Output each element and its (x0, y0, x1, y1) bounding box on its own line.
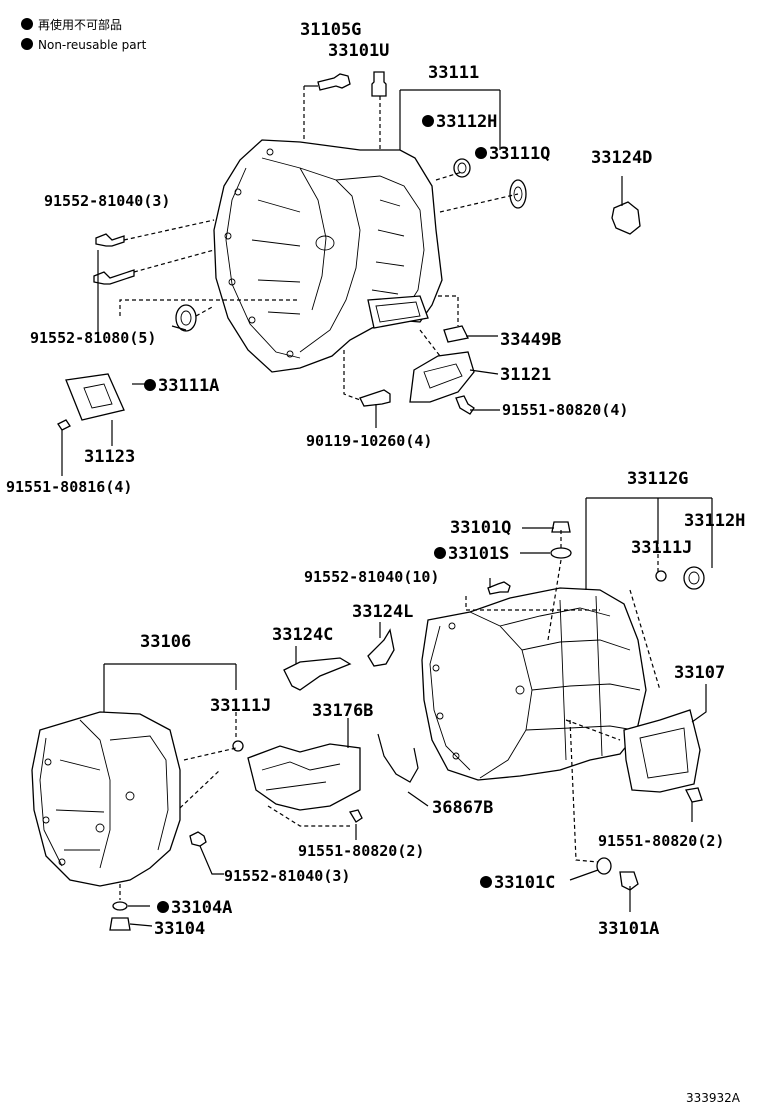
lower-leader-lines (103, 497, 713, 927)
legend-jp: 再使用不可部品 (38, 17, 122, 32)
non-reusable-marker-icon (21, 38, 33, 50)
clutch-housing-illustration (213, 139, 443, 373)
label-33449B: 33449B (500, 330, 561, 350)
label-33107: 33107 (674, 663, 725, 683)
label-33101C: 33101C (494, 873, 555, 893)
label-33112H-top: 33112H (436, 112, 497, 132)
upper-labels: 31105G 33101U 33111 33112H 33111Q 33124D… (6, 20, 652, 496)
lower-right-small-parts (487, 521, 705, 891)
non-reusable-marker-icon (144, 379, 156, 391)
lower-labels: 33112G 33101Q 33112H 33101S 33111J 91552… (140, 469, 745, 939)
label-91552-81080-5: 91552-81080(5) (30, 329, 156, 347)
label-33101S: 33101S (448, 544, 509, 564)
label-33112H-bottom: 33112H (684, 511, 745, 531)
label-33111A: 33111A (158, 376, 219, 396)
non-reusable-marker-icon (422, 115, 434, 127)
non-reusable-marker-icon (21, 18, 33, 30)
label-31121: 31121 (500, 365, 551, 385)
upper-small-parts (57, 71, 641, 431)
label-91551-80816-4: 91551-80816(4) (6, 478, 132, 496)
middle-small-parts (247, 628, 419, 823)
label-91551-80820-2-right: 91551-80820(2) (598, 832, 724, 850)
label-33124C: 33124C (272, 625, 333, 645)
label-33124D: 33124D (591, 148, 652, 168)
label-33112G: 33112G (627, 469, 688, 489)
label-33111: 33111 (428, 63, 479, 83)
label-91552-81040-10: 91552-81040(10) (304, 568, 439, 586)
label-33106: 33106 (140, 632, 191, 652)
label-91551-80820-2-mid: 91551-80820(2) (298, 842, 424, 860)
label-91552-81040-3-top: 91552-81040(3) (44, 192, 170, 210)
label-33111J-right: 33111J (631, 538, 692, 558)
legend: 再使用不可部品 Non-reusable part (21, 17, 147, 52)
non-reusable-marker-icon (157, 901, 169, 913)
label-33124L: 33124L (352, 602, 413, 622)
label-33111J-left: 33111J (210, 696, 271, 716)
transmission-case-illustration (421, 587, 647, 781)
label-36867B: 36867B (432, 798, 493, 818)
non-reusable-marker-icon (475, 147, 487, 159)
non-reusable-marker-icon (434, 547, 446, 559)
legend-en: Non-reusable part (38, 38, 147, 52)
label-91552-81040-3-bottom: 91552-81040(3) (224, 867, 350, 885)
non-reusable-marker-icon (480, 876, 492, 888)
label-31105G: 31105G (300, 20, 361, 40)
label-33101U: 33101U (328, 41, 389, 61)
label-90119-10260-4: 90119-10260(4) (306, 432, 432, 450)
label-31123: 31123 (84, 447, 135, 467)
label-33176B: 33176B (312, 701, 373, 721)
figure-id: 333932A (686, 1091, 741, 1105)
upper-leader-lines (61, 85, 623, 476)
label-91551-80820-4: 91551-80820(4) (502, 401, 628, 419)
extension-housing-illustration (31, 711, 244, 931)
label-33101A: 33101A (598, 919, 659, 939)
label-33111Q: 33111Q (489, 144, 550, 164)
label-33101Q: 33101Q (450, 518, 511, 538)
label-33104A: 33104A (171, 898, 232, 918)
label-33104: 33104 (154, 919, 205, 939)
